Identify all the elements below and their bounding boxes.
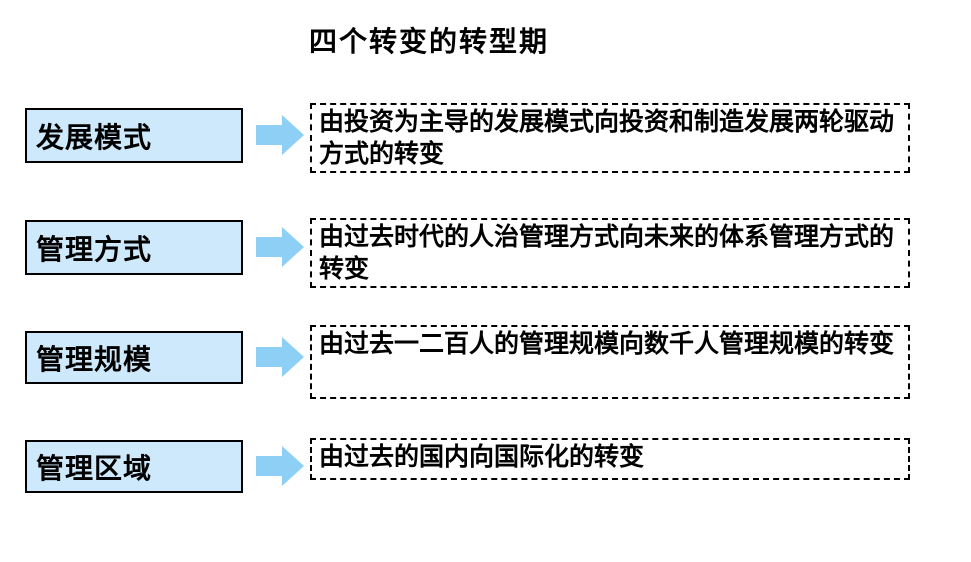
description-text-management-style: 由过去时代的人治管理方式向未来的体系管理方式的转变	[319, 222, 895, 283]
description-text-management-region: 由过去的国内向国际化的转变	[319, 442, 645, 471]
description-text-development-model: 由投资为主导的发展模式向投资和制造发展两轮驱动方式的转变	[319, 107, 895, 168]
right-arrow-icon	[256, 227, 304, 267]
label-text-development-model: 发展模式	[36, 120, 153, 154]
description-box-management-region: 由过去的国内向国际化的转变	[310, 438, 910, 480]
label-box-management-style: 管理方式	[25, 220, 243, 275]
label-box-management-region: 管理区域	[25, 440, 243, 493]
label-text-management-region: 管理区域	[36, 451, 153, 485]
label-text-management-style: 管理方式	[36, 232, 153, 266]
label-box-development-model: 发展模式	[25, 108, 243, 163]
label-text-management-scale: 管理规模	[36, 342, 153, 376]
right-arrow-icon	[256, 446, 304, 486]
description-box-management-scale: 由过去一二百人的管理规模向数千人管理规模的转变	[310, 325, 910, 399]
right-arrow-icon	[256, 337, 304, 377]
description-text-management-scale: 由过去一二百人的管理规模向数千人管理规模的转变	[319, 329, 895, 358]
description-box-management-style: 由过去时代的人治管理方式向未来的体系管理方式的转变	[310, 218, 910, 288]
page-title: 四个转变的转型期	[309, 25, 550, 58]
right-arrow-icon	[256, 115, 304, 155]
description-box-development-model: 由投资为主导的发展模式向投资和制造发展两轮驱动方式的转变	[310, 103, 910, 173]
label-box-management-scale: 管理规模	[25, 331, 243, 384]
